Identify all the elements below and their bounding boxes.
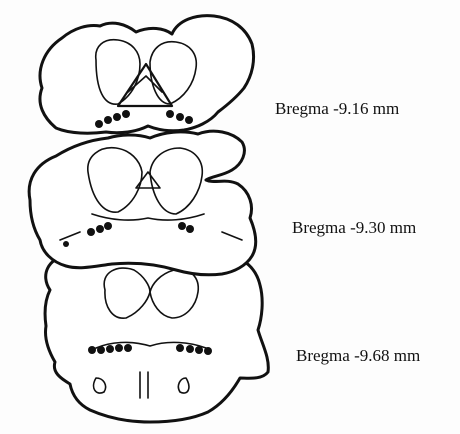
section-3-label: Bregma -9.68 mm bbox=[296, 346, 420, 366]
section-2-label: Bregma -9.30 mm bbox=[292, 218, 416, 238]
section-2-outline bbox=[29, 131, 255, 275]
section-3-outline bbox=[45, 246, 268, 422]
section-1-label: Bregma -9.16 mm bbox=[275, 99, 399, 119]
section-1-outline bbox=[40, 16, 254, 134]
